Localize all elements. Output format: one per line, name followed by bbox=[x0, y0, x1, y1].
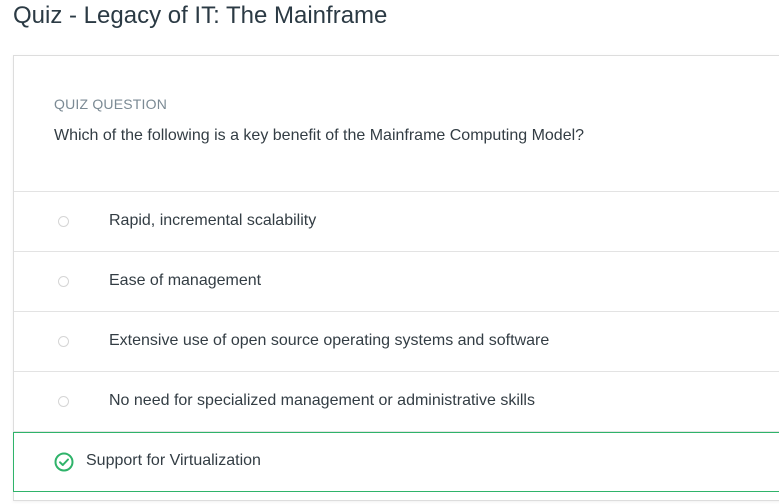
answer-option[interactable]: Extensive use of open source operating s… bbox=[14, 312, 779, 372]
question-label: QUIZ QUESTION bbox=[54, 96, 168, 112]
radio-circle-icon[interactable] bbox=[58, 396, 69, 407]
answer-option[interactable]: No need for specialized management or ad… bbox=[14, 372, 779, 432]
question-header: QUIZ QUESTION Which of the following is … bbox=[14, 56, 779, 192]
quiz-card: QUIZ QUESTION Which of the following is … bbox=[13, 55, 779, 501]
radio-circle-icon[interactable] bbox=[58, 336, 69, 347]
page-title: Quiz - Legacy of IT: The Mainframe bbox=[13, 2, 388, 29]
answer-option-correct[interactable]: Support for Virtualization bbox=[13, 432, 779, 492]
check-circle-icon bbox=[54, 452, 74, 472]
answer-option-label: Rapid, incremental scalability bbox=[109, 212, 317, 229]
radio-circle-icon[interactable] bbox=[58, 276, 69, 287]
radio-circle-icon[interactable] bbox=[58, 216, 69, 227]
question-text: Which of the following is a key benefit … bbox=[54, 127, 585, 144]
answer-option-label: Support for Virtualization bbox=[86, 452, 261, 469]
answer-option[interactable]: Rapid, incremental scalability bbox=[14, 192, 779, 252]
answer-option-label: No need for specialized management or ad… bbox=[109, 392, 535, 409]
answer-option[interactable]: Ease of management bbox=[14, 252, 779, 312]
answer-option-label: Extensive use of open source operating s… bbox=[109, 332, 550, 349]
answer-option-label: Ease of management bbox=[109, 272, 262, 289]
